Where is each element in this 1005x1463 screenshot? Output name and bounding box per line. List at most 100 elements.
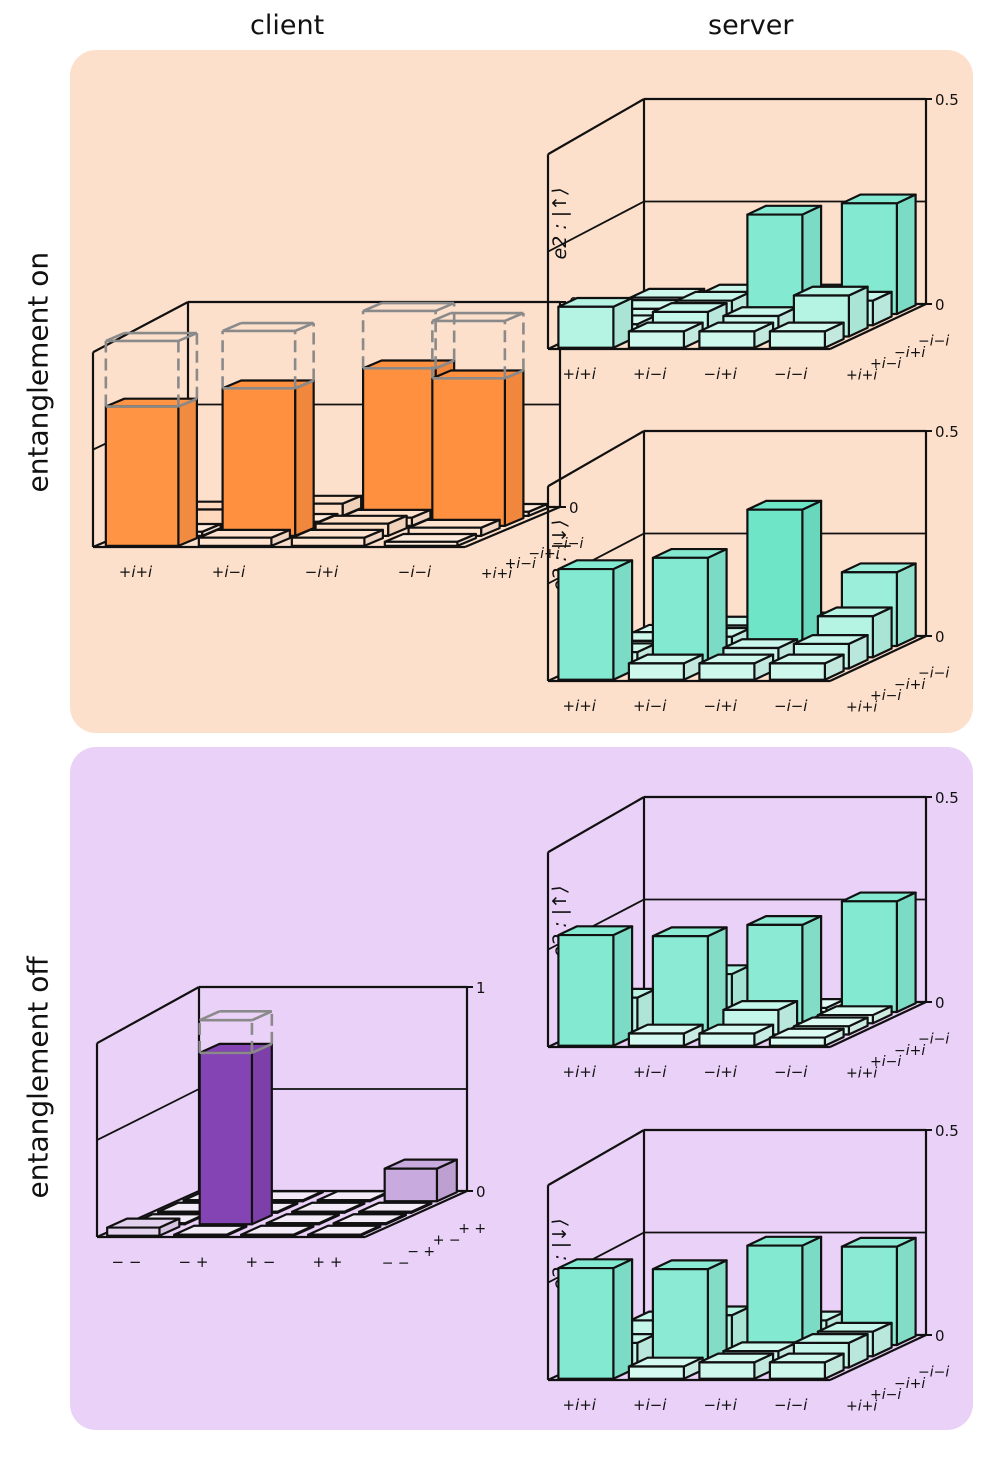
z-tick-label: 0 (935, 1327, 945, 1345)
x-tick-label: +i+i (563, 1396, 597, 1414)
y-tick-label: −i+i (894, 1043, 925, 1059)
bar (557, 925, 634, 1047)
bar (557, 559, 634, 681)
bar (746, 499, 823, 659)
z-tick-label: 0 (569, 499, 579, 517)
bar (768, 1352, 845, 1380)
bar (106, 1217, 181, 1237)
bar (627, 321, 704, 349)
y-axis (829, 635, 927, 682)
x-tick-label: −i+i (704, 365, 738, 383)
y-tick-label: −i−i (918, 1365, 949, 1381)
left-top-edge (92, 301, 189, 354)
off-server-up-chart: 00.5+i+i+i−i−i+i−i−i+i+i+i−i−i+i−i−ie2 :… (546, 789, 959, 1081)
grid-mid-left (96, 1088, 200, 1141)
z-tick-label: 1 (476, 979, 486, 997)
bar (768, 653, 845, 681)
bar (290, 528, 385, 548)
column-header-server: server (708, 10, 794, 41)
x-tick-label: +i−i (633, 1396, 667, 1414)
y-tick-label: − + (407, 1244, 435, 1260)
bar (383, 532, 478, 548)
x-tick-label: −i−i (774, 1396, 808, 1414)
bar (240, 1224, 315, 1237)
y-tick-label: +i−i (870, 1054, 901, 1070)
grid-mid-left (547, 200, 645, 253)
z-tick-label: 0 (476, 1183, 486, 1201)
bar (431, 369, 525, 528)
left-top-edge (547, 1129, 645, 1187)
bar (358, 1201, 433, 1214)
bar (698, 321, 775, 349)
chart-title: e2 : |↑⟩ (549, 188, 571, 260)
y-tick-label: +i+i (846, 367, 877, 383)
bar (316, 1190, 391, 1203)
y-tick-label: −i+i (528, 546, 559, 562)
z-tick-label: 0 (935, 994, 945, 1012)
x-tick-label: −i−i (774, 697, 808, 715)
on-server-up-chart: 00.5+i+i+i−i−i+i−i−i+i+i+i−i−i+i−i−ie2 :… (546, 91, 959, 383)
off-client-chart: 01− −− ++ −+ +− −− ++ −+ + (95, 979, 486, 1271)
x-tick-label: +i−i (212, 563, 246, 581)
x-tick-label: +i−i (633, 1063, 667, 1081)
bar (627, 1023, 704, 1047)
y-tick-label: + − (433, 1232, 461, 1248)
x-tick-label: −i−i (398, 563, 432, 581)
ideal-outline (431, 311, 525, 380)
bar (698, 1352, 775, 1380)
x-tick-label: −i−i (774, 1063, 808, 1081)
x-tick-label: +i+i (119, 563, 153, 581)
bar (307, 1224, 382, 1237)
bar (627, 1356, 704, 1380)
left-top-edge (96, 986, 200, 1045)
bar (383, 1158, 458, 1203)
bar (840, 891, 917, 1014)
y-tick-label: +i+i (846, 699, 877, 715)
bar (265, 1213, 340, 1226)
bar (698, 653, 775, 681)
x-tick-label: +i−i (633, 365, 667, 383)
bar (332, 1213, 407, 1226)
z-tick-label: 0.5 (935, 1122, 959, 1140)
bar (698, 1023, 775, 1047)
x-tick-label: − − (112, 1253, 142, 1271)
z-tick-label: 0.5 (935, 789, 959, 807)
y-axis (829, 1334, 927, 1381)
z-tick-label: 0.5 (935, 423, 959, 441)
x-tick-label: + − (246, 1253, 276, 1271)
on-server-down-chart: 00.5+i+i+i−i−i+i−i−i+i+i+i−i−i+i−i−ie2 :… (546, 423, 959, 715)
bar (291, 1201, 366, 1214)
bar (557, 1258, 634, 1380)
y-tick-label: +i−i (870, 1387, 901, 1403)
bar (173, 1224, 248, 1237)
y-tick-label: −i+i (894, 677, 925, 693)
on-client-chart: 00.5+i+i+i−i−i+i−i−i+i+i+i−i−i+i−i−i (91, 294, 593, 582)
x-tick-label: − + (179, 1253, 209, 1271)
ideal-outline (198, 1009, 274, 1055)
y-tick-label: +i+i (481, 566, 512, 582)
bar (557, 296, 634, 349)
left-top-edge (547, 796, 645, 854)
y-tick-label: +i−i (870, 688, 901, 704)
y-tick-label: −i−i (918, 334, 949, 350)
y-tick-label: −i−i (918, 1032, 949, 1048)
bar (198, 1042, 273, 1226)
z-tick-label: 0.5 (935, 91, 959, 109)
x-tick-label: +i+i (563, 1063, 597, 1081)
y-tick-label: −i−i (552, 536, 583, 552)
y-axis (464, 505, 561, 549)
bar (651, 1259, 728, 1369)
bar (104, 397, 199, 548)
y-tick-label: +i+i (846, 1398, 877, 1414)
x-tick-label: +i+i (563, 697, 597, 715)
z-tick-label: 0 (935, 628, 945, 646)
bar (746, 914, 823, 1025)
left-top-edge (547, 98, 645, 156)
x-tick-label: −i+i (704, 1063, 738, 1081)
y-axis (829, 303, 927, 350)
y-tick-label: −i+i (894, 345, 925, 361)
y-tick-label: +i−i (870, 356, 901, 372)
bar (651, 547, 728, 670)
off-server-down-chart: 00.5+i+i+i−i−i+i−i−i+i+i+i−i−i+i−i−ie2 :… (546, 1122, 959, 1414)
